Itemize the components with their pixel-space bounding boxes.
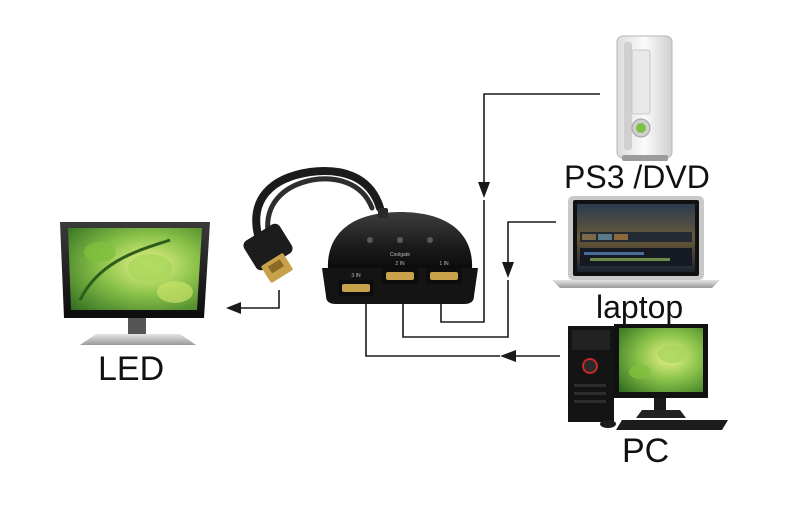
hdmi-output-cable xyxy=(243,167,384,283)
connection-lines xyxy=(226,93,600,362)
arrow-pc-left xyxy=(500,350,516,362)
led-indicator-3 xyxy=(367,237,373,243)
laptop-to-port2-line xyxy=(507,221,556,262)
input-port-3: 3 IN xyxy=(338,273,374,296)
ps3-to-port1-line xyxy=(483,93,600,182)
port-label-1: 1 IN xyxy=(439,261,449,267)
arrow-ps3-down xyxy=(478,182,490,198)
port2-riser-line xyxy=(402,280,509,338)
port-label-2: 2 IN xyxy=(395,261,405,267)
led-label: LED xyxy=(98,350,164,388)
led-indicator-2 xyxy=(397,237,403,243)
laptop xyxy=(552,196,720,288)
led-indicator-1 xyxy=(427,237,433,243)
ps3-dvd-label: PS3 /DVD xyxy=(564,159,710,195)
input-port-1: 1 IN xyxy=(426,261,462,284)
port-label-3: 3 IN xyxy=(351,273,361,279)
game-console xyxy=(616,35,673,161)
port3-riser-line xyxy=(365,290,500,357)
arrow-laptop-down xyxy=(502,262,514,278)
laptop-label: laptop xyxy=(596,289,683,325)
input-port-2: 2 IN xyxy=(382,261,418,284)
pc-label: PC xyxy=(622,432,669,470)
output-to-led-line xyxy=(240,290,280,309)
led-monitor xyxy=(60,222,210,345)
switch-brand: Coolgate xyxy=(390,252,410,258)
port1-riser-line xyxy=(440,200,485,323)
desktop-pc xyxy=(568,324,728,430)
arrow-to-led xyxy=(226,302,241,314)
hdmi-switch: Coolgate 3 IN 2 IN 1 IN xyxy=(322,208,478,304)
